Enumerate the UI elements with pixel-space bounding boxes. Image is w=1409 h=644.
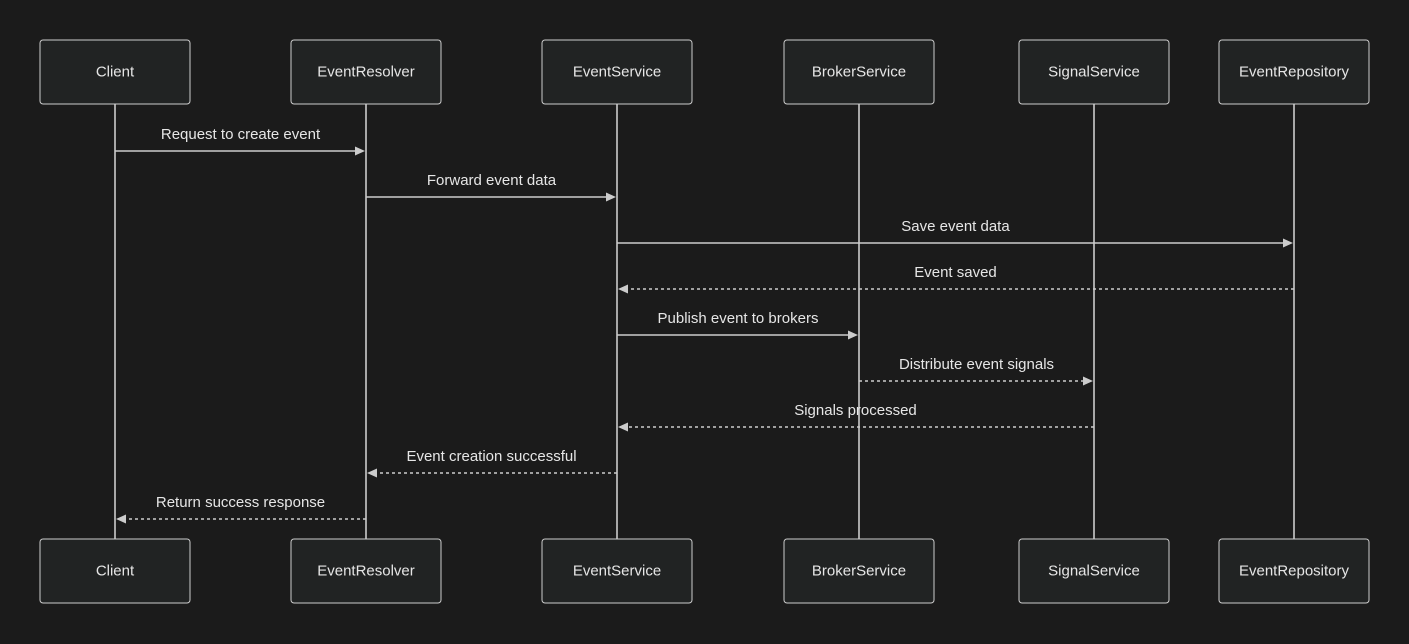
lifelines <box>114 104 1295 539</box>
message-label: Save event data <box>901 218 1010 235</box>
message-2: Forward event data <box>366 172 616 202</box>
actor-eventresolver-bottom: EventResolver <box>290 538 442 604</box>
message-5: Publish event to brokers <box>617 310 858 340</box>
message-label: Publish event to brokers <box>658 310 819 327</box>
actor-label: SignalService <box>1048 64 1140 81</box>
message-6: Distribute event signals <box>859 356 1093 386</box>
actor-box <box>290 538 442 604</box>
actor-label: EventService <box>573 563 661 580</box>
actor-client-top: Client <box>39 39 191 105</box>
message-label: Event creation successful <box>406 448 576 465</box>
actor-label: BrokerService <box>812 64 906 81</box>
actor-label: EventResolver <box>317 563 415 580</box>
message-label: Return success response <box>156 494 325 511</box>
arrowhead-icon <box>618 284 628 294</box>
message-label: Event saved <box>914 264 997 281</box>
actor-label: Client <box>96 64 135 81</box>
message-4: Event saved <box>618 264 1294 294</box>
actor-eventservice-bottom: EventService <box>541 538 693 604</box>
actor-signalservice-top: SignalService <box>1018 39 1170 105</box>
message-8: Event creation successful <box>367 448 617 478</box>
actor-label: BrokerService <box>812 563 906 580</box>
arrowhead-icon <box>1283 238 1293 248</box>
actor-box <box>39 39 191 105</box>
actor-label: EventRepository <box>1239 563 1350 580</box>
actor-brokerservice-top: BrokerService <box>783 39 935 105</box>
actor-box <box>1218 39 1370 105</box>
arrowhead-icon <box>116 514 126 524</box>
actor-eventresolver-top: EventResolver <box>290 39 442 105</box>
actor-label: Client <box>96 563 135 580</box>
arrowhead-icon <box>367 468 377 478</box>
actor-label: EventResolver <box>317 64 415 81</box>
actor-box <box>39 538 191 604</box>
actor-box <box>290 39 442 105</box>
actor-eventservice-top: EventService <box>541 39 693 105</box>
arrowhead-icon <box>1083 376 1093 386</box>
actor-label: SignalService <box>1048 563 1140 580</box>
actor-box <box>783 39 935 105</box>
actor-label: EventRepository <box>1239 64 1350 81</box>
message-1: Request to create event <box>115 126 365 156</box>
message-label: Distribute event signals <box>899 356 1054 373</box>
actor-eventrepository-top: EventRepository <box>1218 39 1370 105</box>
actor-label: EventService <box>573 64 661 81</box>
actor-box <box>1018 538 1170 604</box>
message-label: Forward event data <box>427 172 557 189</box>
message-label: Signals processed <box>794 402 917 419</box>
arrowhead-icon <box>618 422 628 432</box>
actor-brokerservice-bottom: BrokerService <box>783 538 935 604</box>
actors-bottom: Client EventResolver EventService BrokerSer… <box>39 538 1370 604</box>
arrowhead-icon <box>606 192 616 202</box>
actor-box <box>541 39 693 105</box>
actor-box <box>1218 538 1370 604</box>
message-label: Request to create event <box>161 126 321 143</box>
actor-eventrepository-bottom: EventRepository <box>1218 538 1370 604</box>
actors-top: Client EventResolver EventService BrokerSer… <box>39 39 1370 105</box>
arrowhead-icon <box>848 330 858 340</box>
message-9: Return success response <box>116 494 366 524</box>
actor-signalservice-bottom: SignalService <box>1018 538 1170 604</box>
actor-client-bottom: Client <box>39 538 191 604</box>
actor-box <box>783 538 935 604</box>
arrowhead-icon <box>355 146 365 156</box>
message-7: Signals processed <box>618 402 1094 432</box>
message-3: Save event data <box>617 218 1293 248</box>
actor-box <box>1018 39 1170 105</box>
actor-box <box>541 538 693 604</box>
